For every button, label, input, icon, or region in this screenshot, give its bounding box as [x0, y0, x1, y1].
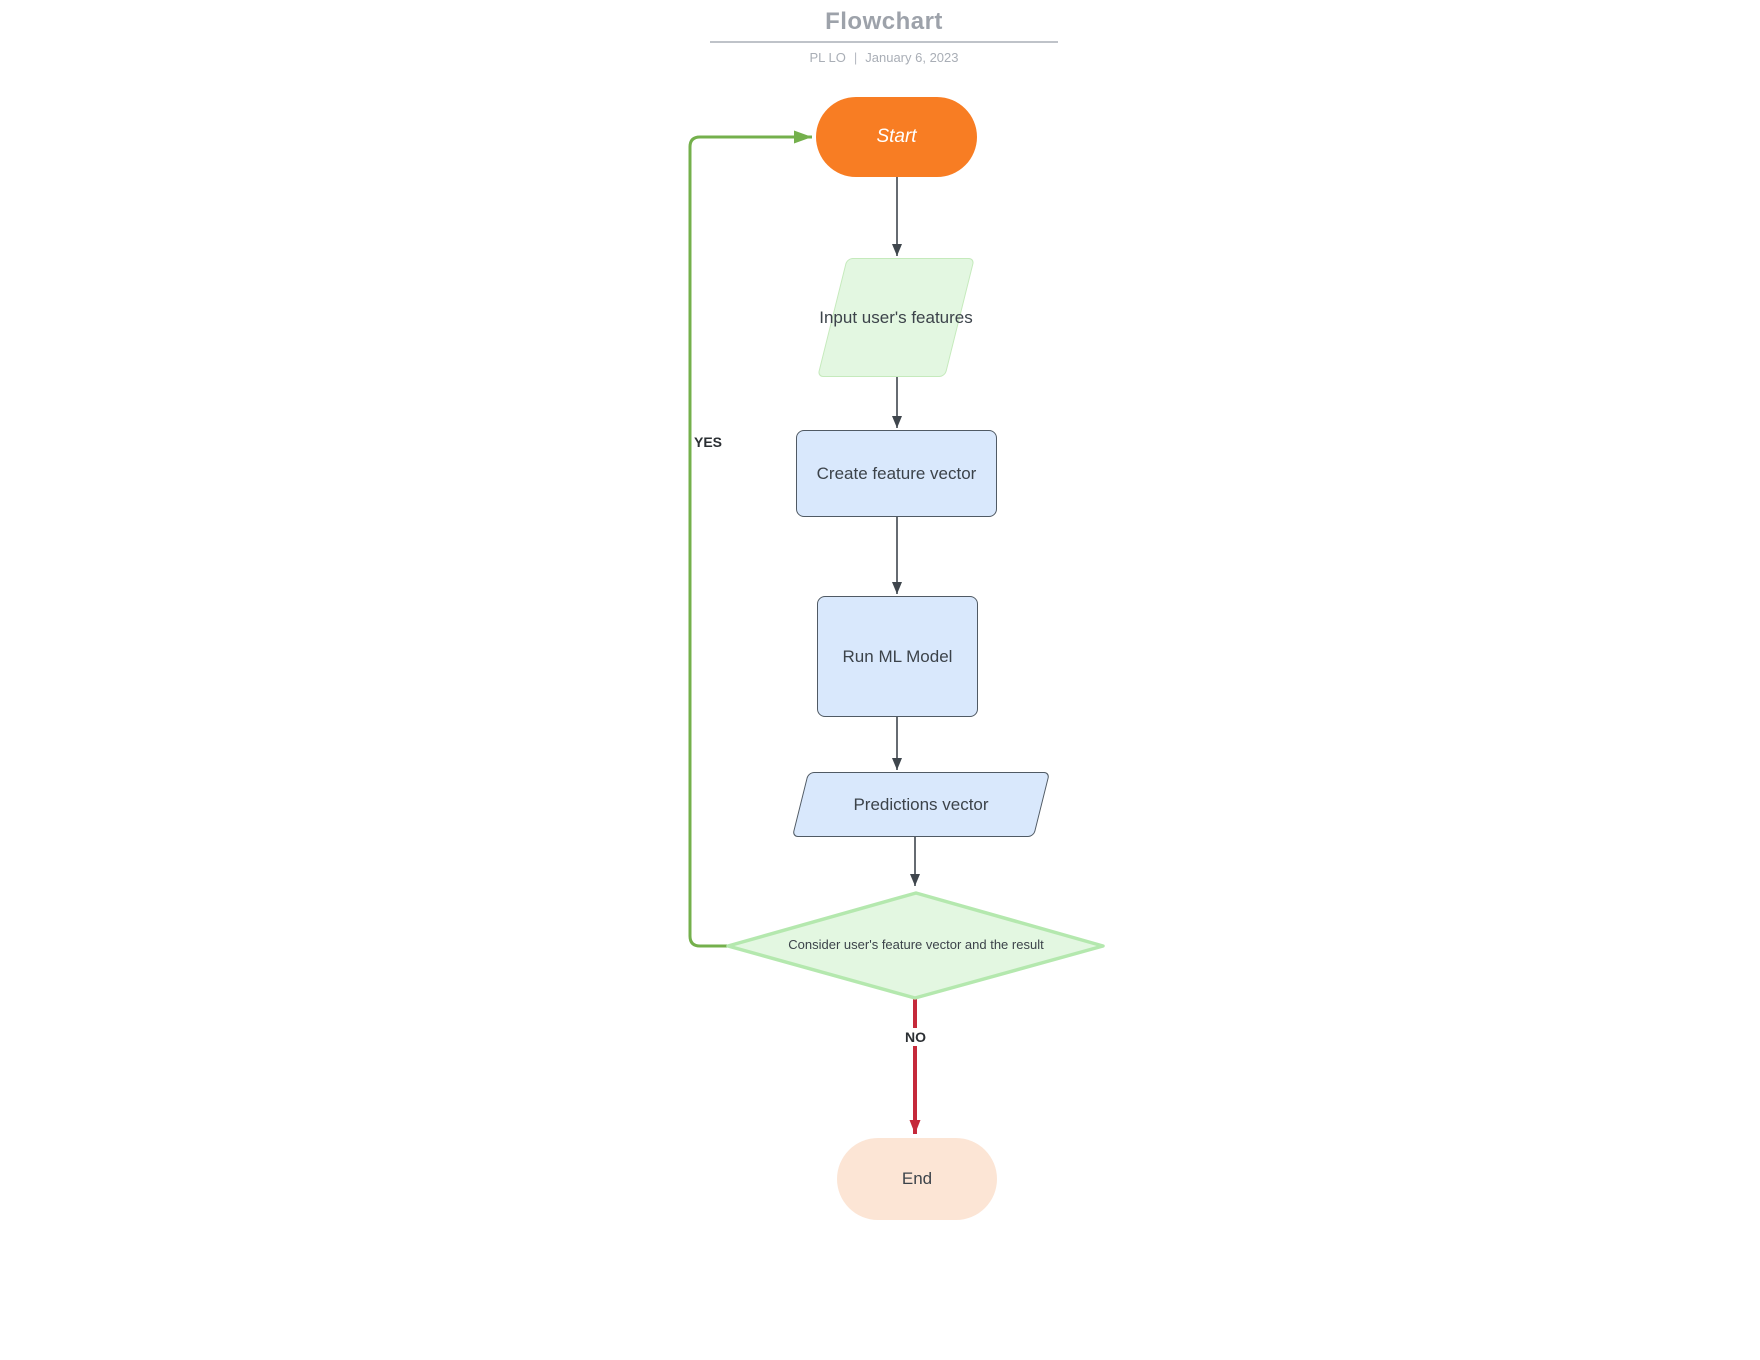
page-title: Flowchart [825, 8, 943, 35]
node-end: End [837, 1138, 997, 1220]
node-predictions-vector-label: Predictions vector [853, 794, 989, 814]
node-run-ml-model: Run ML Model [817, 596, 978, 717]
node-start: Start [816, 97, 977, 177]
node-input-features: Input user's features [817, 258, 975, 377]
edge-label-yes: YES [694, 434, 723, 450]
date: January 6, 2023 [865, 50, 959, 65]
subtitle-separator: | [853, 50, 858, 65]
node-predictions-vector: Predictions vector [791, 772, 1051, 837]
edge-label-no: NO [901, 1028, 930, 1046]
node-start-label: Start [876, 126, 917, 148]
subtitle: PL LO | January 6, 2023 [634, 50, 1134, 65]
node-end-label: End [901, 1169, 933, 1189]
node-create-feature-vector-label: Create feature vector [816, 463, 977, 483]
decision-diamond-shape [726, 891, 1105, 1000]
node-run-ml-model-label: Run ML Model [842, 646, 953, 666]
title-divider [710, 41, 1058, 43]
author: PL LO [809, 50, 846, 65]
node-create-feature-vector: Create feature vector [796, 430, 997, 517]
node-decision-label: Consider user's feature vector and the r… [788, 937, 1044, 952]
header: Flowchart PL LO | January 6, 2023 [634, 0, 1134, 65]
edge-yes-loop [688, 130, 812, 948]
node-input-features-label: Input user's features [819, 307, 973, 327]
